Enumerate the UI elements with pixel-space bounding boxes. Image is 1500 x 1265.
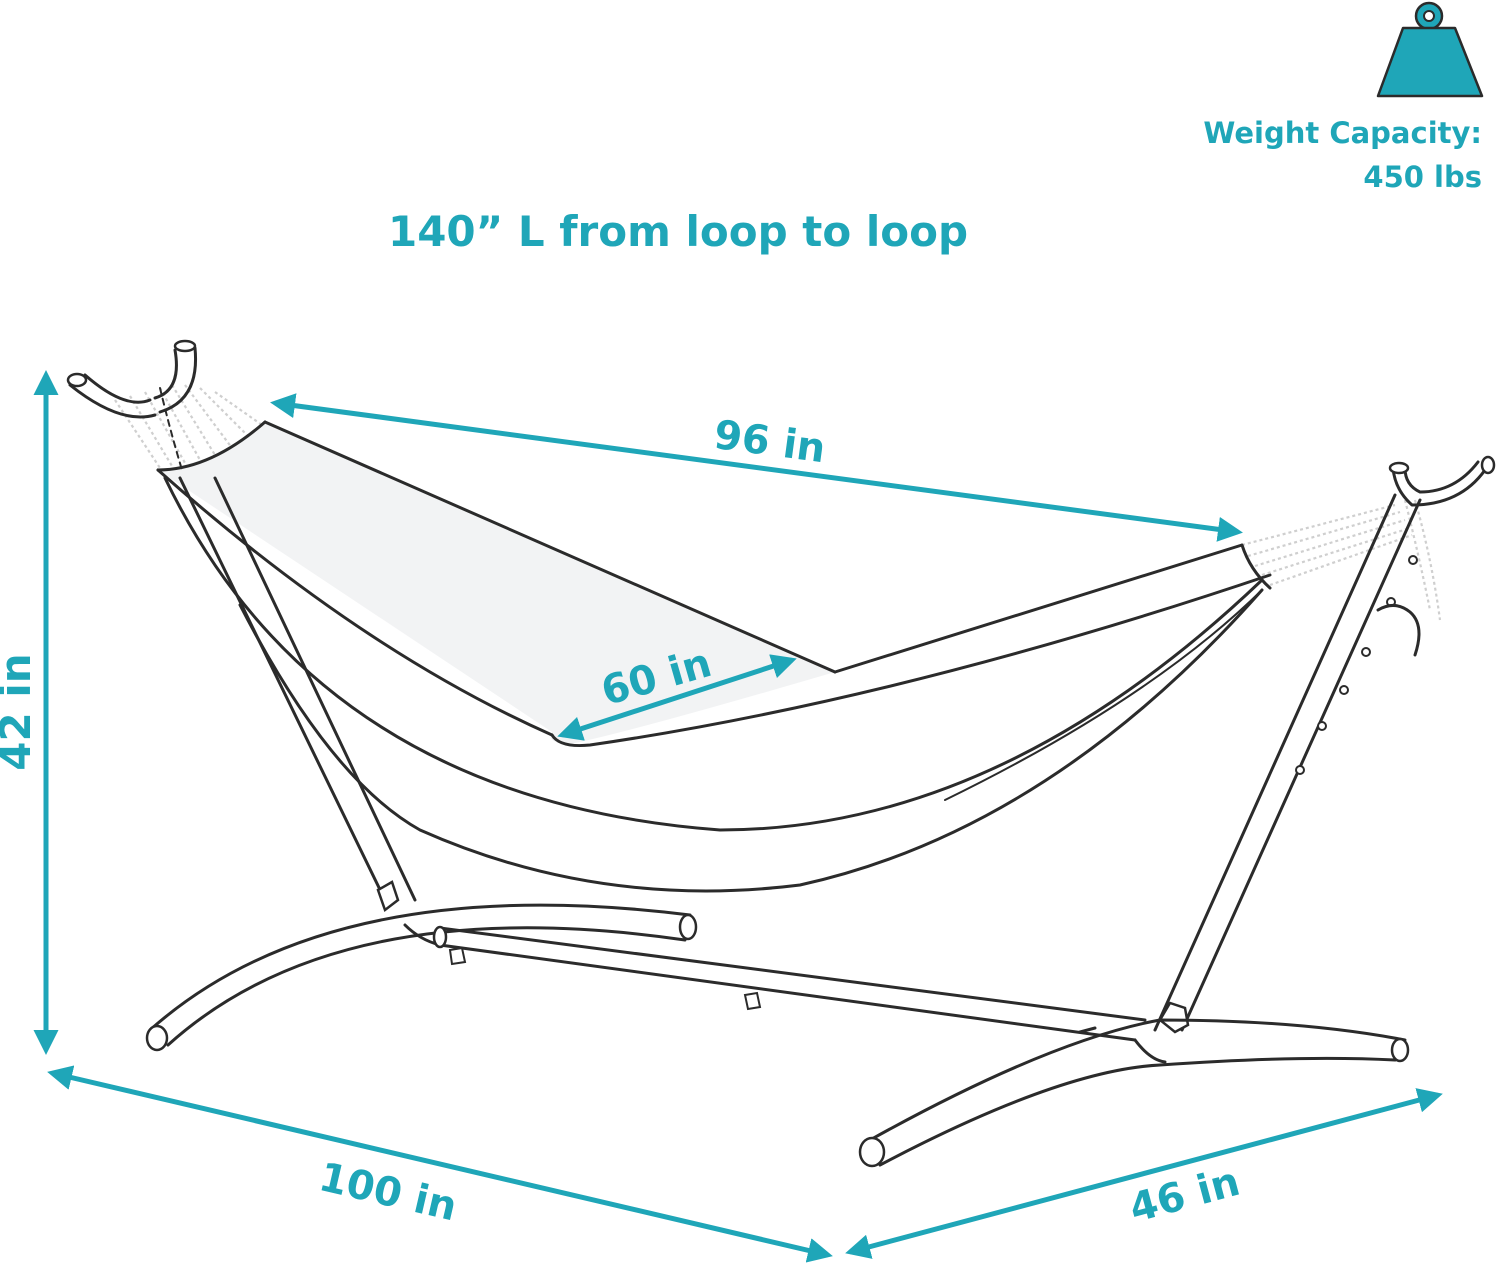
- right-post: [1153, 455, 1496, 1034]
- headline-length: 140” L from loop to loop: [388, 207, 968, 256]
- arrow-frame-width: [845, 1088, 1443, 1259]
- left-rope-bundle: [114, 384, 267, 472]
- weight-capacity-value: 450 lbs: [1363, 160, 1482, 194]
- weight-capacity-label: Weight Capacity:: [1203, 116, 1482, 150]
- arrow-bed-length: [270, 393, 1243, 542]
- left-post: [178, 476, 417, 913]
- label-height: 42 in: [0, 653, 40, 770]
- frame-base: [145, 903, 1410, 1168]
- hammock-bed: [156, 420, 1272, 893]
- left-hook: [66, 339, 198, 419]
- weight-icon: [1376, 1, 1484, 98]
- arrow-frame-length: [47, 1065, 833, 1263]
- dimension-arrows: [33, 370, 1443, 1263]
- label-frame-width: 46 in: [1125, 1159, 1245, 1232]
- arrow-bed-width: [557, 654, 797, 741]
- right-rope-bundle: [1240, 499, 1442, 621]
